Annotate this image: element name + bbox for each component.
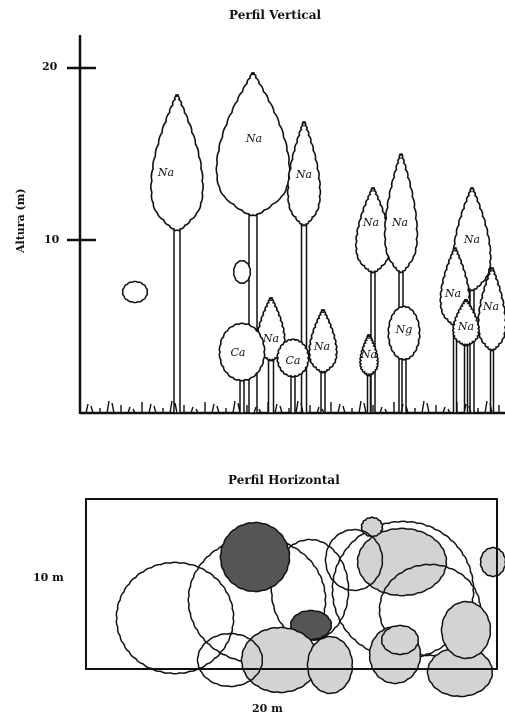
canopy-projection — [441, 602, 490, 659]
canopy-projection — [220, 522, 289, 591]
canopy-projection — [382, 625, 419, 654]
canopy-projection — [361, 517, 382, 537]
canopy-projection — [358, 528, 447, 596]
canopy-projection — [481, 547, 505, 576]
canopy-projection — [241, 627, 318, 692]
canopy-projection — [307, 637, 352, 694]
canopy-projection — [116, 562, 233, 674]
